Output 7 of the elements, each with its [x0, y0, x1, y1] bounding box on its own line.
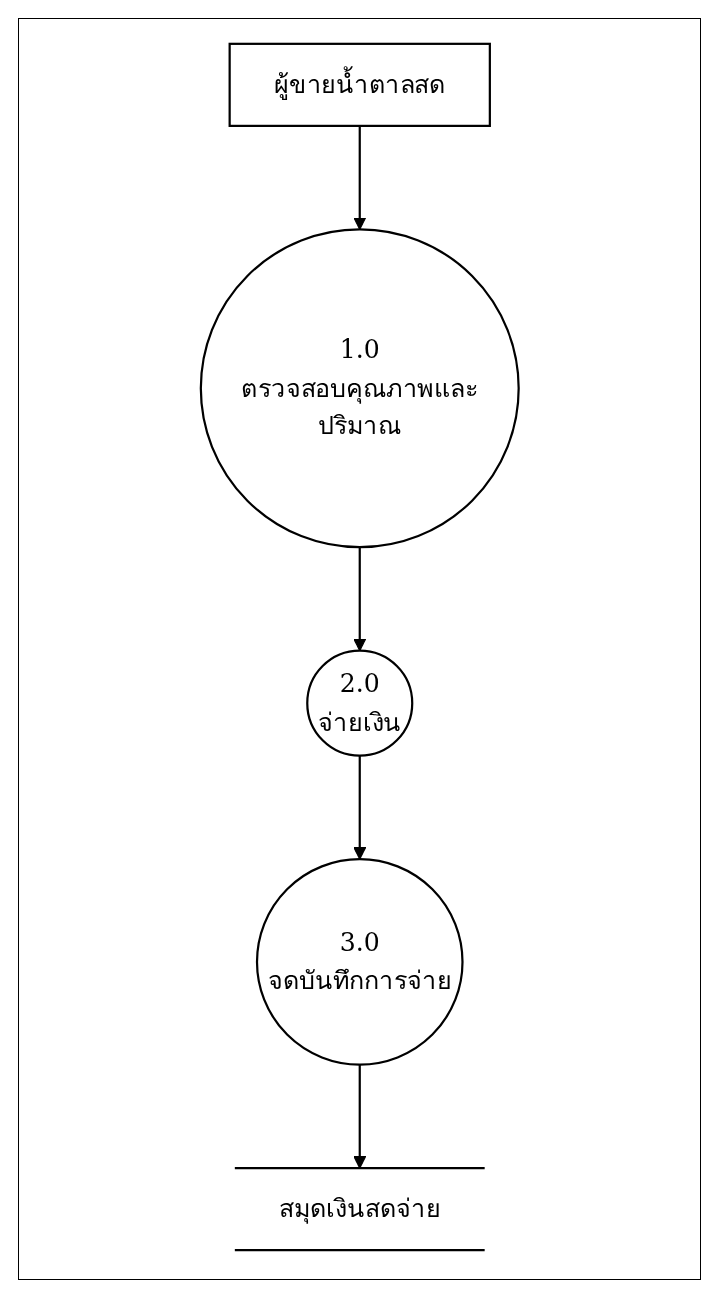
node-box: ผู้ขายน้ำตาลสด [228, 42, 491, 127]
node-circle: 1.0 ตรวจสอบคุณภาพและปริมาณ [199, 228, 520, 549]
node-circle: 2.0 จ่ายเงิน [305, 649, 414, 757]
arrow [353, 755, 366, 860]
arrow [353, 1064, 366, 1169]
node-circle: 3.0 จดบันทึกการจ่าย [255, 858, 464, 1066]
arrow [353, 125, 366, 230]
